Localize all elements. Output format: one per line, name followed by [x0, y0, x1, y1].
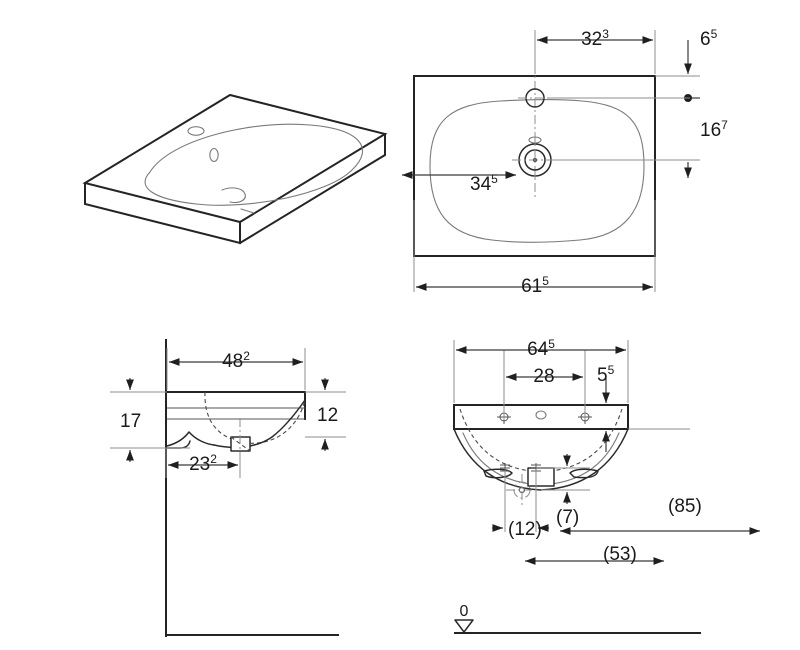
dim-front-fixing-centres: 28	[533, 366, 554, 387]
dim-front-rim-height: 55	[597, 363, 615, 386]
waste-outlet-symbol	[506, 474, 538, 506]
dim-side-height-right: 12	[317, 405, 338, 426]
dim-side-height-left: 17	[120, 411, 141, 432]
dim-front-rim-to-floor: (85)	[668, 496, 702, 517]
dim-plan-bowl-depth: 345	[470, 172, 498, 195]
dim-plan-taphole-to-drain: 167	[700, 118, 728, 141]
dim-plan-overall-width: 615	[521, 274, 549, 297]
dim-side-drain-offset: 232	[189, 452, 217, 475]
dim-front-waste-vertical: (7)	[556, 507, 579, 528]
dim-plan-width-top: 323	[581, 27, 609, 50]
dim-front-waste-offset: (12)	[508, 519, 542, 540]
isometric-view	[82, 93, 388, 245]
dim-plan-edge-to-taphole: 65	[700, 27, 718, 50]
dim-front-overall-width: 645	[527, 337, 555, 360]
side-section-view: 482 17 12 232	[110, 339, 346, 637]
dim-front-waste-to-floor: (53)	[603, 544, 637, 565]
front-elevation-view: 645 28 55 (12) (7) (53)	[453, 337, 760, 634]
floor-datum-marker: 0	[454, 603, 474, 633]
dim-side-projection: 482	[222, 349, 250, 372]
plan-view: 323 65 167 345 615	[402, 27, 728, 297]
datum-label: 0	[460, 603, 469, 620]
